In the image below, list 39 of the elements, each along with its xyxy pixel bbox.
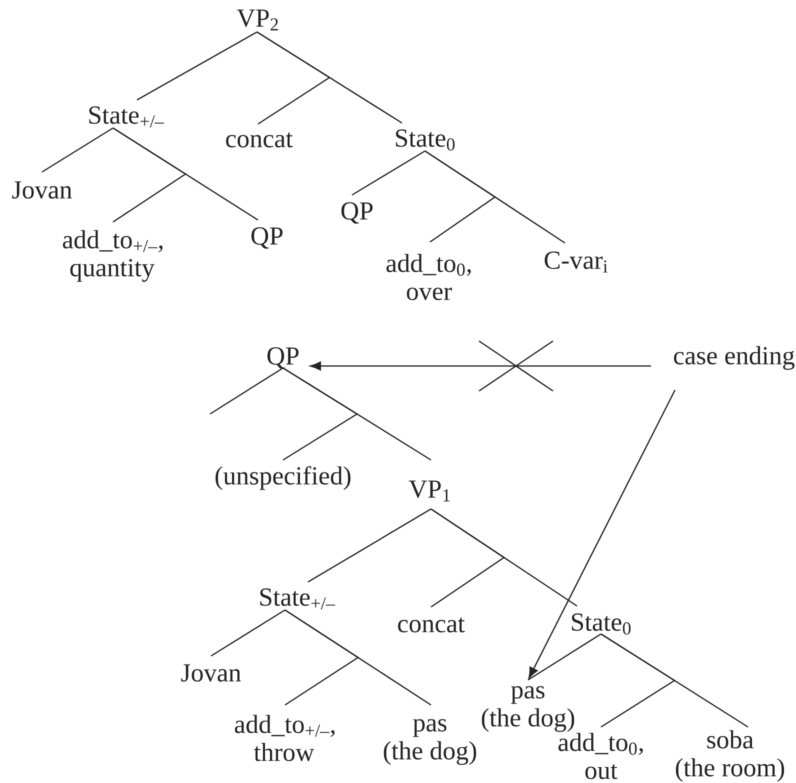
branch-line [136,31,258,101]
tree-label: State$_{+/–}$ [260,588,336,610]
branch-line [284,609,432,706]
branch-line [210,367,284,415]
tree-label: QP [267,347,299,369]
tree-label: State$_{0}$ [396,129,455,151]
branch-line [528,633,602,681]
tree-label: soba (the room) [676,730,784,782]
tree-label: add_to$_{+/–}$, throw [234,714,335,762]
branch-line [430,508,578,607]
tree-label: Jovan [12,181,72,199]
tree-label: QP [341,202,373,224]
tree-label: pas (the dog) [384,719,476,765]
tree-label: concat [398,618,465,632]
tree-label: State$_{+/–}$ [89,106,164,128]
tree-label: add_to$_{0}$, out [558,732,643,780]
branch-line [42,127,114,173]
tree-label: QP [251,227,283,249]
tree-label: add_to$_{0}$, over [386,254,471,300]
tree-label: VP$_{2}$ [236,10,278,30]
tree-label: (unspecified) [216,466,350,490]
tree-label: Jovan [181,664,241,682]
branch-line [210,609,286,657]
branch-line [600,633,748,728]
tree-label: concat [226,132,293,148]
tree-label: VP$_{1}$ [408,480,450,502]
arrow [528,390,676,678]
branch-line [112,127,258,221]
branch-line [424,150,566,244]
arrow [310,362,651,370]
tree-label: C-var$_{i}$ [544,252,608,272]
tree-label: add_to$_{+/–}$, quantity [62,230,163,282]
tree-label: case ending [674,346,795,370]
branch-line [308,508,432,583]
tree-label: pas (the dog) [482,686,574,732]
branch-line [282,367,432,461]
branch-line [256,31,402,124]
branch-line [352,150,426,196]
tree-label: State$_{0}$ [572,613,631,635]
